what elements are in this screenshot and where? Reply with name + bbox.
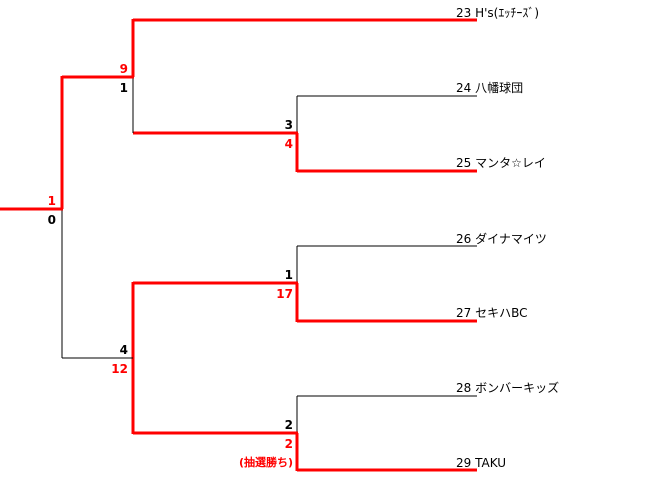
score-24: 3	[284, 118, 293, 132]
score-bottom-semi-top: 4	[119, 343, 128, 357]
team-24: 24 八幡球団	[456, 81, 524, 95]
score-final-bottom: 0	[47, 213, 56, 227]
team-25: 25 マンタ☆レイ	[456, 156, 546, 170]
team-26: 26 ダイナマイツ	[456, 232, 547, 246]
score-29: 2	[284, 437, 293, 451]
team-23: 23 H's(ｴｯﾁｰｽﾞ)	[456, 6, 540, 20]
score-27: 17	[276, 287, 293, 301]
lottery-win-note: (抽選勝ち)	[238, 456, 293, 469]
score-24-25-winner: 1	[119, 81, 128, 95]
score-23: 9	[119, 62, 128, 76]
score-26: 1	[284, 268, 293, 282]
score-25: 4	[284, 137, 293, 151]
team-28: 28 ボンバーキッズ	[456, 381, 560, 395]
score-28: 2	[284, 418, 293, 432]
score-bottom-semi-bottom: 12	[111, 362, 128, 376]
score-final-top: 1	[47, 194, 56, 208]
team-29: 29 TAKU	[456, 456, 507, 470]
team-27: 27 セキハBC	[456, 306, 528, 320]
